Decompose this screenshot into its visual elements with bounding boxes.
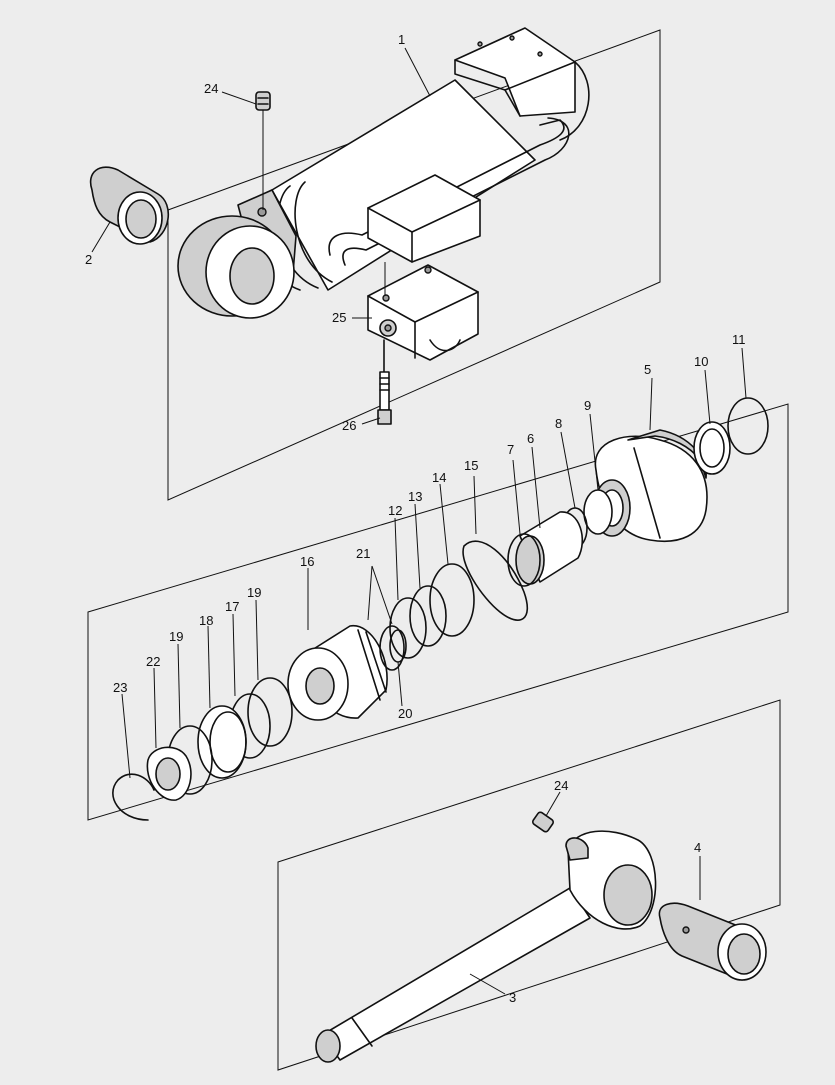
ring-14	[429, 563, 475, 637]
callout-26: 26	[342, 418, 356, 433]
bushing-2	[89, 166, 170, 245]
nut-22	[146, 746, 192, 801]
callout-6: 6	[527, 431, 534, 446]
ring-13	[409, 585, 447, 647]
callout-5: 5	[644, 362, 651, 377]
callout-24-top: 24	[204, 81, 218, 96]
callout-16: 16	[300, 554, 314, 569]
callout-8: 8	[555, 416, 562, 431]
ring-19b	[247, 677, 293, 747]
seal-9	[583, 489, 613, 535]
callout-2: 2	[85, 252, 92, 267]
bushing-4	[658, 902, 767, 981]
bolt-26	[377, 339, 392, 425]
callout-9: 9	[584, 398, 591, 413]
grease-nipple-bottom	[531, 811, 555, 833]
callout-23: 23	[113, 680, 127, 695]
ring-7	[507, 533, 541, 587]
callout-12: 12	[388, 503, 402, 518]
piston-rod-3	[315, 830, 657, 1063]
callout-22: 22	[146, 654, 160, 669]
cylinder-tube	[177, 27, 590, 319]
ring-21	[379, 625, 405, 671]
callout-20: 20	[398, 706, 412, 721]
callout-4: 4	[694, 840, 701, 855]
frame-piston-group	[87, 403, 789, 821]
callout-25: 25	[332, 310, 346, 325]
piston-16	[287, 625, 388, 721]
callout-21: 21	[356, 546, 370, 561]
callout-24-bottom: 24	[554, 778, 568, 793]
retaining-ring-23	[112, 773, 155, 821]
frame-rod-group	[277, 699, 781, 1071]
callout-7: 7	[507, 442, 514, 457]
callout-19-upper: 19	[247, 585, 261, 600]
callout-19-lower: 19	[169, 629, 183, 644]
ring-12	[389, 597, 427, 659]
callout-10: 10	[694, 354, 708, 369]
callout-17: 17	[225, 599, 239, 614]
rod-cover-5	[593, 429, 708, 542]
callout-3: 3	[509, 990, 516, 1005]
callout-14: 14	[432, 470, 446, 485]
ring-11	[727, 397, 769, 455]
grease-nipple-top	[255, 91, 271, 210]
leader-lines	[91, 47, 747, 995]
snap-ring-15	[462, 540, 529, 621]
callout-13: 13	[408, 489, 422, 504]
bushing-6	[515, 511, 584, 585]
check-valve-block	[367, 262, 479, 361]
callout-18: 18	[199, 613, 213, 628]
callout-11: 11	[732, 332, 746, 347]
ring-18	[197, 705, 247, 779]
frame-cylinder-group	[167, 29, 661, 501]
callout-1: 1	[398, 32, 405, 47]
callout-15: 15	[464, 458, 478, 473]
